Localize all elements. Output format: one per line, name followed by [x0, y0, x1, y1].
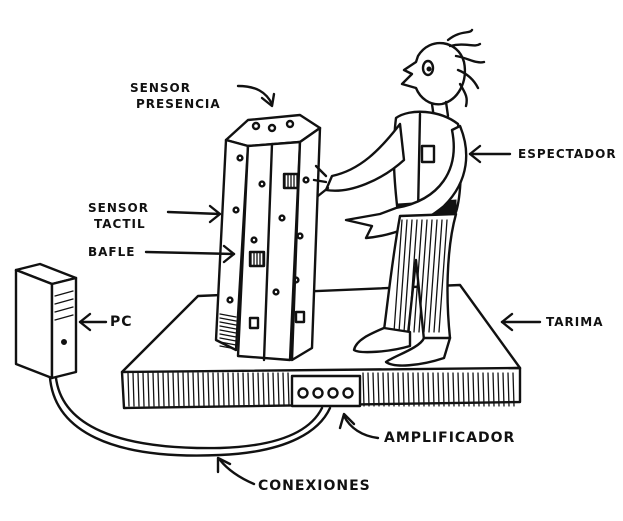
label-sensor-tactil-line2: TACTIL [94, 217, 146, 231]
label-sensor-presencia-line1: SENSOR [130, 81, 191, 95]
label-bafle: BAFLE [88, 245, 136, 259]
label-tarima: TARIMA [546, 315, 604, 329]
pc-illustration [14, 262, 78, 380]
platform-illustration [120, 283, 522, 410]
amplifier-illustration [290, 374, 362, 408]
arrow-pc [78, 312, 108, 332]
label-amplificador: AMPLIFICADOR [384, 430, 516, 446]
arrow-sensor-tactil [166, 204, 222, 224]
spectator-illustration [312, 28, 486, 367]
label-sensor-tactil-line1: SENSOR [88, 201, 149, 215]
arrow-tarima [500, 312, 542, 332]
label-conexiones: CONEXIONES [258, 478, 371, 494]
arrow-sensor-presencia [236, 84, 276, 108]
arrow-bafle [144, 244, 236, 264]
label-espectador: ESPECTADOR [518, 147, 617, 161]
label-pc: PC [110, 314, 133, 330]
speaker-column-illustration [214, 113, 322, 362]
arrow-conexiones [216, 456, 256, 486]
arrow-espectador [468, 144, 512, 164]
arrow-amplificador [338, 412, 380, 440]
cable-illustration [48, 376, 332, 457]
label-sensor-presencia-line2: PRESENCIA [136, 97, 221, 111]
